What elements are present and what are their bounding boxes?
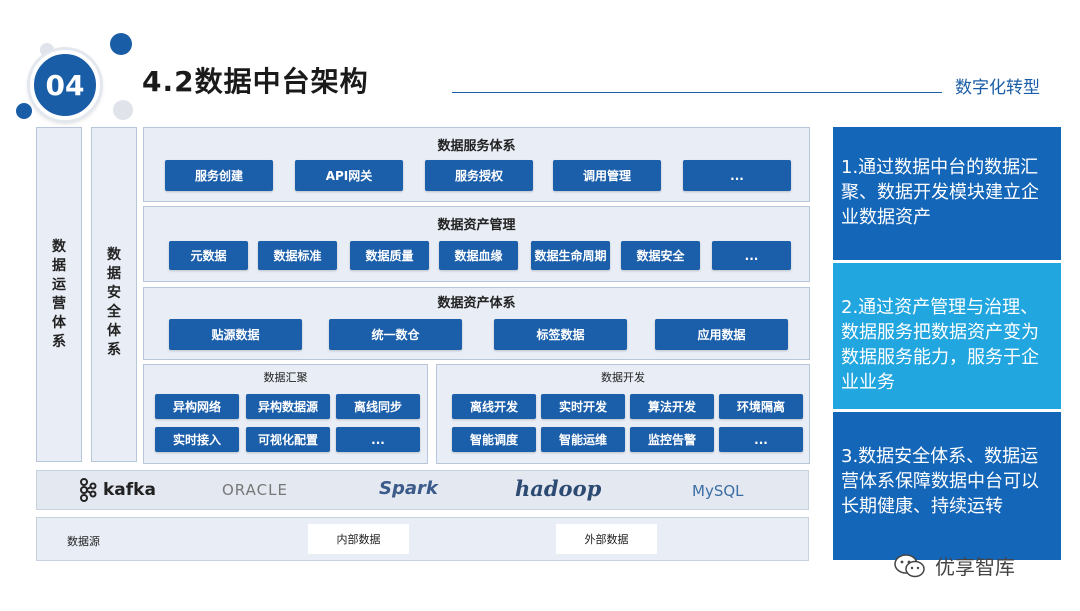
development-panel: 数据开发 离线开发 实时开发 算法开发 环境隔离 智能调度 智能运维 监控告警 … bbox=[436, 364, 810, 464]
data-service-title: 数据服务体系 bbox=[437, 139, 516, 154]
watermark-text: 优享智库 bbox=[935, 555, 1015, 579]
section-number-badge: 04 bbox=[30, 50, 100, 120]
hadoop-logo: hadoop bbox=[515, 476, 602, 501]
development-item: 智能调度 bbox=[452, 427, 536, 452]
internal-data-box: 内部数据 bbox=[308, 524, 409, 554]
note-box-3: 3.数据安全体系、数据运营体系保障数据中台可以长期健康、持续运转 bbox=[833, 412, 1061, 560]
vertical-label-char: 据 bbox=[52, 258, 66, 274]
asset-system-item: 贴源数据 bbox=[169, 319, 302, 350]
kafka-logo-text: kafka bbox=[103, 480, 156, 500]
oracle-logo: ORACLE bbox=[222, 481, 288, 499]
operations-system-panel: 数据运营体系 bbox=[36, 127, 82, 462]
vertical-label-char: 营 bbox=[52, 296, 66, 312]
note-text-3: 3.数据安全体系、数据运营体系保障数据中台可以长期健康、持续运转 bbox=[841, 446, 1039, 517]
vertical-label-char: 体 bbox=[107, 323, 121, 339]
page-title: 4.2数据中台架构 bbox=[142, 65, 369, 98]
aggregation-item: 异构数据源 bbox=[246, 394, 330, 419]
kafka-icon bbox=[80, 478, 97, 502]
vertical-label-char: 运 bbox=[52, 277, 66, 293]
asset-management-title: 数据资产管理 bbox=[437, 218, 516, 233]
service-item: API网关 bbox=[295, 160, 403, 191]
asset-mgmt-item: 数据标准 bbox=[258, 241, 337, 270]
note-text-2: 2.通过资产管理与治理、数据服务把数据资产变为数据服务能力，服务于企业业务 bbox=[841, 297, 1039, 393]
vertical-label-char: 据 bbox=[107, 266, 121, 282]
asset-system-item: 应用数据 bbox=[655, 319, 788, 350]
aggregation-item: 实时接入 bbox=[155, 427, 239, 452]
vertical-label-char: 全 bbox=[107, 304, 121, 320]
wechat-icon bbox=[894, 553, 925, 577]
asset-system-title: 数据资产体系 bbox=[437, 296, 516, 311]
asset-mgmt-item: 数据安全 bbox=[621, 241, 700, 270]
vertical-label-char: 数 bbox=[107, 247, 121, 263]
asset-system-panel: 数据资产体系 贴源数据 统一数仓 标签数据 应用数据 bbox=[143, 287, 810, 360]
development-title: 数据开发 bbox=[601, 371, 645, 384]
title-divider bbox=[452, 92, 942, 93]
aggregation-item: 可视化配置 bbox=[246, 427, 330, 452]
note-box-1: 1.通过数据中台的数据汇聚、数据开发模块建立企业数据资产 bbox=[833, 127, 1061, 260]
note-box-2: 2.通过资产管理与治理、数据服务把数据资产变为数据服务能力，服务于企业业务 bbox=[833, 263, 1061, 409]
tech-logo-strip: kafka ORACLE Spark hadoop MySQL bbox=[36, 470, 809, 510]
vertical-label-char: 系 bbox=[107, 342, 121, 358]
service-item: 服务创建 bbox=[165, 160, 273, 191]
development-item: 实时开发 bbox=[541, 394, 625, 419]
external-data-box: 外部数据 bbox=[556, 524, 657, 554]
asset-mgmt-item: ... bbox=[712, 241, 791, 270]
development-item: 算法开发 bbox=[630, 394, 714, 419]
development-item: ... bbox=[719, 427, 803, 452]
security-system-label: 数据安全体系 bbox=[92, 246, 136, 360]
asset-mgmt-item: 数据生命周期 bbox=[531, 241, 610, 270]
watermark: 优享智库 bbox=[893, 551, 1015, 580]
development-item: 环境隔离 bbox=[719, 394, 803, 419]
aggregation-item: ... bbox=[336, 427, 420, 452]
spark-logo: Spark bbox=[379, 478, 438, 499]
decor-circle bbox=[16, 103, 32, 119]
mysql-logo: MySQL bbox=[692, 482, 744, 500]
data-service-panel: 数据服务体系 服务创建 API网关 服务授权 调用管理 ... bbox=[143, 127, 810, 202]
asset-mgmt-item: 数据质量 bbox=[350, 241, 429, 270]
page-subtitle: 数字化转型 bbox=[955, 78, 1040, 98]
security-system-panel: 数据安全体系 bbox=[91, 127, 137, 462]
service-item: 服务授权 bbox=[425, 160, 533, 191]
development-item: 监控告警 bbox=[630, 427, 714, 452]
vertical-label-char: 安 bbox=[107, 285, 121, 301]
decor-circle bbox=[110, 33, 132, 55]
service-item: ... bbox=[683, 160, 791, 191]
service-item: 调用管理 bbox=[553, 160, 661, 191]
aggregation-panel: 数据汇聚 异构网络 异构数据源 离线同步 实时接入 可视化配置 ... bbox=[143, 364, 428, 464]
asset-mgmt-item: 数据血缘 bbox=[439, 241, 518, 270]
development-item: 离线开发 bbox=[452, 394, 536, 419]
decor-circle bbox=[113, 100, 133, 120]
data-source-label: 数据源 bbox=[67, 535, 100, 548]
vertical-label-char: 数 bbox=[52, 239, 66, 255]
aggregation-item: 离线同步 bbox=[336, 394, 420, 419]
development-item: 智能运维 bbox=[541, 427, 625, 452]
note-text-1: 1.通过数据中台的数据汇聚、数据开发模块建立企业数据资产 bbox=[841, 157, 1039, 228]
aggregation-title: 数据汇聚 bbox=[263, 371, 308, 384]
aggregation-item: 异构网络 bbox=[155, 394, 239, 419]
vertical-label-char: 体 bbox=[52, 315, 66, 331]
asset-management-panel: 数据资产管理 元数据 数据标准 数据质量 数据血缘 数据生命周期 数据安全 ..… bbox=[143, 206, 810, 282]
kafka-logo: kafka bbox=[79, 478, 156, 502]
asset-system-item: 标签数据 bbox=[494, 319, 627, 350]
data-source-strip: 数据源 内部数据 外部数据 bbox=[36, 517, 809, 561]
operations-system-label: 数据运营体系 bbox=[37, 238, 81, 352]
asset-mgmt-item: 元数据 bbox=[169, 241, 248, 270]
vertical-label-char: 系 bbox=[52, 334, 66, 350]
asset-system-item: 统一数仓 bbox=[329, 319, 462, 350]
